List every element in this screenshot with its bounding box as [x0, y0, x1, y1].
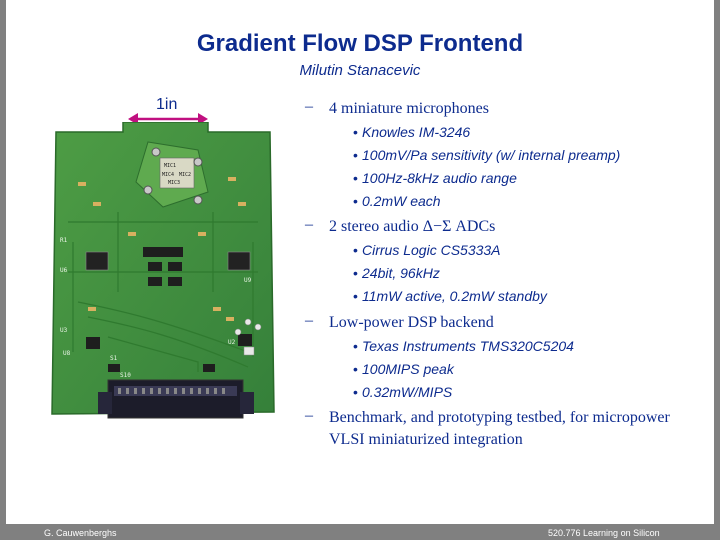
sub-bullet-text: 0.2mW each: [362, 193, 441, 209]
bullet-dot: •: [353, 242, 358, 258]
bullet-text: 2 stereo audio Δ−Σ ADCs: [329, 218, 496, 235]
slide-title: Gradient Flow DSP Frontend: [196, 30, 524, 57]
sub-bullet-text: 0.32mW/MIPS: [362, 384, 453, 400]
bullet-dash: –: [305, 98, 313, 115]
bullet-dot: •: [353, 361, 358, 377]
board-label-r1: R1: [60, 237, 68, 244]
board-label-u8: U8: [63, 350, 71, 357]
board-label-s10: S10: [120, 372, 131, 379]
bullet-dot: •: [353, 147, 358, 163]
scale-label: 1in: [156, 96, 178, 113]
board-label-mic4: MIC4: [162, 172, 174, 178]
board-label-mic1: MIC1: [164, 163, 176, 169]
sub-bullet-text: Texas Instruments TMS320C5204: [362, 338, 574, 354]
board-label-mic2: MIC2: [179, 172, 191, 178]
board-label-u3: U3: [60, 327, 68, 334]
bullet-dash: –: [305, 312, 313, 329]
board-label-u6: U6: [60, 267, 68, 274]
bullet-text: 4 miniature microphones: [329, 100, 489, 117]
bullet-text: Benchmark, and prototyping testbed, for …: [329, 409, 670, 448]
sub-bullet-text: Cirrus Logic CS5333A: [362, 242, 501, 258]
bullet-dot: •: [353, 338, 358, 354]
bullet-dash: –: [305, 407, 313, 424]
bullet-dot: •: [353, 288, 358, 304]
sub-bullet-text: 100Hz-8kHz audio range: [362, 170, 517, 186]
board-label-u9: U9: [244, 277, 252, 284]
bullet-dot: •: [353, 384, 358, 400]
bullet-dot: •: [353, 170, 358, 186]
board-label-s1: S1: [110, 355, 118, 362]
sub-bullet-text: 24bit, 96kHz: [362, 265, 440, 281]
slide-subtitle: Milutin Stanacevic: [299, 62, 421, 79]
sub-bullet-text: 100mV/Pa sensitivity (w/ internal preamp…: [362, 147, 621, 163]
bullet-dot: •: [353, 193, 358, 209]
board-label-mic3: MIC3: [168, 180, 180, 186]
sub-bullet-text: Knowles IM-3246: [362, 124, 471, 140]
sub-bullet-text: 11mW active, 0.2mW standby: [362, 288, 547, 304]
footer-course: 520.776 Learning on Silicon: [548, 528, 660, 538]
board-label-u2: U2: [228, 339, 236, 346]
bullet-dot: •: [353, 124, 358, 140]
bullet-dash: –: [305, 216, 313, 233]
footer-bar: [0, 524, 720, 540]
pcb-photo: MIC1 MIC4 MIC2 MIC3 U8 S1 U2 S10 U3 U9: [51, 122, 275, 419]
bullet-text: Low-power DSP backend: [329, 314, 494, 331]
footer-author: G. Cauwenberghs: [44, 528, 117, 538]
bullet-dot: •: [353, 265, 358, 281]
sub-bullet-text: 100MIPS peak: [362, 361, 454, 377]
